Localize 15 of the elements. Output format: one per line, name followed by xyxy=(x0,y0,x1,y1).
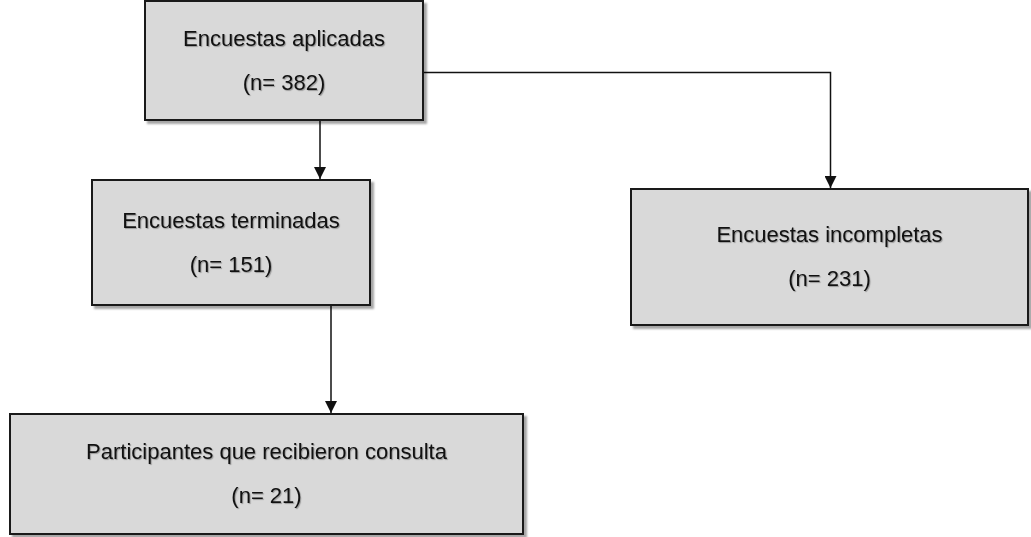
process-box xyxy=(91,179,371,306)
box-title: Participantes que recibieron consulta xyxy=(86,439,447,465)
box-title: Encuestas incompletas xyxy=(716,222,943,248)
arrow xyxy=(423,71,837,189)
box-title: Encuestas terminadas xyxy=(122,207,340,234)
count-label: (n= 21) xyxy=(231,483,302,509)
process-box xyxy=(630,188,1029,326)
count-label: (n= 382) xyxy=(242,69,326,96)
count-label: (n= 231) xyxy=(788,266,871,292)
box-title: Encuestas aplicadas xyxy=(183,25,385,52)
count-label: (n= 151) xyxy=(189,251,273,278)
arrow xyxy=(314,120,326,180)
process-box xyxy=(144,0,424,121)
process-box xyxy=(9,413,524,535)
arrow xyxy=(325,305,337,414)
